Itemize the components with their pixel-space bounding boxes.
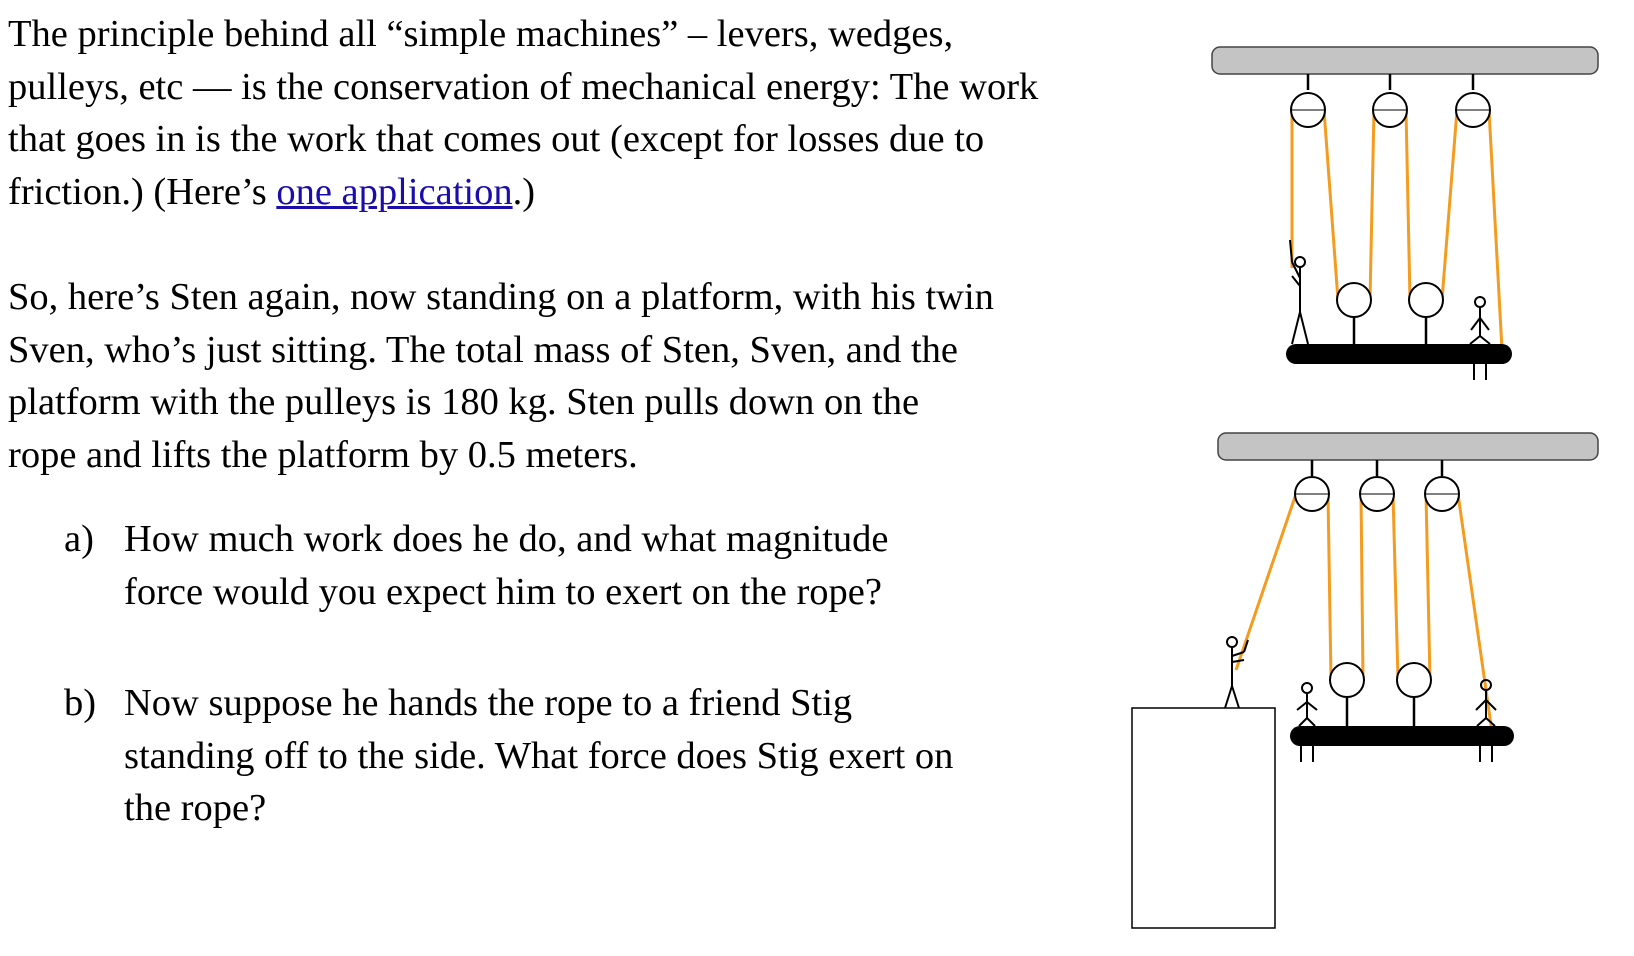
stig-box — [1131, 707, 1276, 929]
pulley — [1329, 662, 1365, 698]
question-marker: a) — [64, 518, 94, 560]
question-body: Now suppose he hands the rope to a frien… — [124, 677, 953, 835]
question-body: How much work does he do, and what magni… — [124, 513, 889, 618]
pulley-diagram-bottom — [1131, 432, 1599, 929]
ceiling-beam — [1211, 46, 1599, 75]
platform — [1290, 726, 1514, 746]
question-line: Now suppose he hands the rope to a frien… — [124, 682, 853, 724]
sven-figure — [1475, 679, 1497, 762]
intro-line-tail: .) — [512, 170, 536, 213]
pulley — [1408, 282, 1444, 318]
rope — [1290, 92, 1504, 351]
intro-line: The principle behind all “simple machine… — [8, 13, 954, 55]
intro-line-lead: friction.) (Here’s — [8, 170, 277, 213]
scenario-line: So, here’s Sten again, now standing on a… — [8, 276, 994, 318]
scenario-line: platform with the pulleys is 180 kg. Ste… — [8, 381, 920, 423]
scenario-line: rope and lifts the platform by 0.5 meter… — [8, 433, 638, 476]
pulley-diagram-top — [1211, 46, 1599, 380]
question-marker: b) — [64, 682, 97, 724]
scenario-paragraph: So, here’s Sten again, now standing on a… — [8, 271, 994, 481]
pulley — [1336, 282, 1372, 318]
question-line: How much work does he do, and what magni… — [124, 518, 889, 560]
scenario-line: Sven, who’s just sitting. The total mass… — [8, 328, 958, 371]
intro-line: pulleys, etc — is the conservation of me… — [8, 65, 1039, 108]
pulley-diagrams — [1131, 46, 1599, 929]
platform — [1286, 344, 1512, 364]
intro-line: that goes in is the work that comes out … — [8, 118, 985, 160]
intro-line-with-link: friction.) (Here’s one application.) — [8, 166, 1038, 219]
question-line: force would you expect him to exert on t… — [124, 570, 882, 613]
sten-figure — [1289, 239, 1309, 345]
sven-figure — [1469, 296, 1491, 380]
pulley — [1396, 662, 1432, 698]
question-line: the rope? — [124, 787, 267, 829]
rope — [1234, 476, 1494, 733]
one-application-link[interactable]: one application — [276, 170, 513, 213]
ceiling-beam — [1217, 432, 1599, 461]
stig-figure — [1224, 636, 1249, 709]
sten-figure — [1296, 682, 1318, 762]
question-line: standing off to the side. What force doe… — [124, 734, 954, 777]
intro-paragraph: The principle behind all “simple machine… — [8, 8, 1038, 218]
